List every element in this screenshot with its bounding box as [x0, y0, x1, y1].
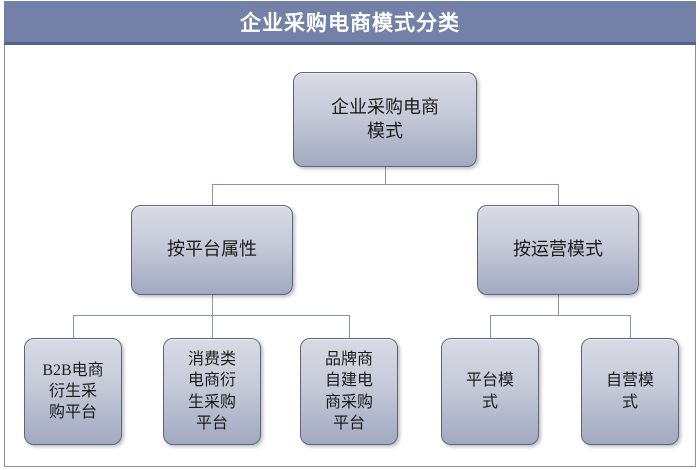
branch-node-by-operation-model: 按运营模式 — [477, 205, 639, 295]
connector-leaf4-drop — [490, 315, 491, 338]
connector-branch-right-drop — [558, 184, 559, 205]
page-title: 企业采购电商模式分类 — [240, 10, 460, 35]
connector-left-branch-stem — [212, 295, 213, 315]
leaf-node-b2b-ecommerce-derived-procurement-platform: B2B电商 衍生采 购平台 — [24, 338, 122, 445]
connector-leaf5-drop — [630, 315, 631, 338]
connector-level2-horizontal — [212, 184, 559, 185]
connector-left-leaves-horizontal — [73, 315, 350, 316]
leaf-node-brand-self-built-ecommerce-procurement-platform: 品牌商 自建电 商采购 平台 — [300, 338, 398, 445]
connector-right-branch-stem — [558, 295, 559, 315]
connector-leaf2-drop — [212, 315, 213, 338]
title-bar: 企业采购电商模式分类 — [4, 1, 696, 45]
leaf-node-consumer-ecommerce-derived-procurement-platform: 消费类 电商衍 生采购 平台 — [163, 338, 261, 445]
root-node-enterprise-procurement-ecommerce-model: 企业采购电商 模式 — [293, 72, 477, 167]
connector-branch-left-drop — [212, 184, 213, 205]
branch-node-by-platform-attribute: 按平台属性 — [131, 205, 293, 295]
leaf-node-platform-model: 平台模 式 — [441, 338, 539, 445]
connector-root-stem — [385, 167, 386, 184]
connector-leaf3-drop — [349, 315, 350, 338]
connector-leaf1-drop — [73, 315, 74, 338]
connector-right-leaves-horizontal — [490, 315, 631, 316]
leaf-node-self-operated-model: 自营模 式 — [581, 338, 679, 445]
